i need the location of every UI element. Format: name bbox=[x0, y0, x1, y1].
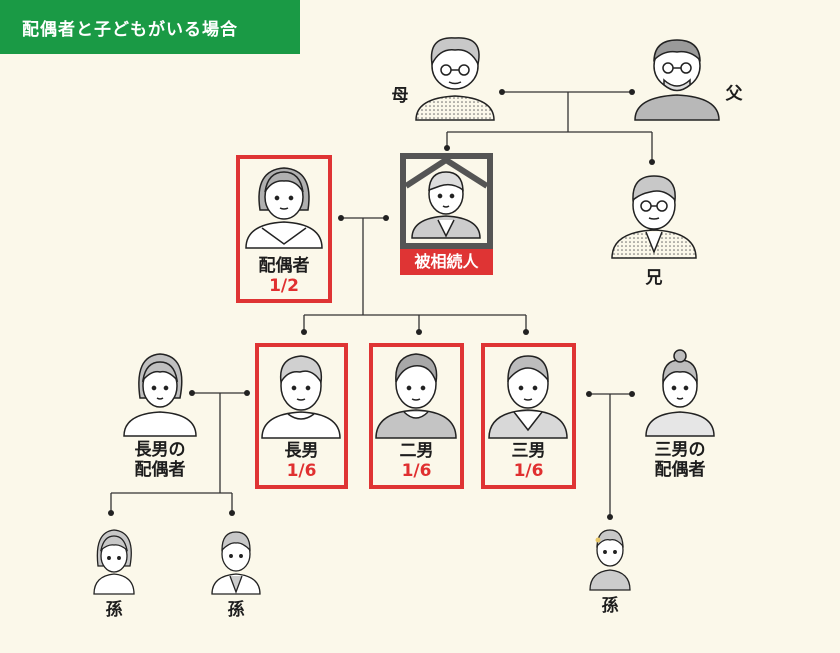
mother-label: 母 bbox=[391, 86, 409, 106]
eldest-son-heir-box bbox=[255, 343, 348, 489]
diagram-title: 配偶者と子どもがいる場合 bbox=[0, 0, 300, 54]
deceased-portrait-icon bbox=[404, 156, 489, 239]
third-son-portrait-icon bbox=[488, 355, 568, 439]
second-son-label: 二男 bbox=[399, 441, 434, 461]
third-son-spouse-portrait-icon bbox=[645, 349, 715, 437]
grandchild-3-portrait-icon bbox=[589, 529, 631, 591]
grandchild-1-portrait-icon bbox=[93, 529, 135, 595]
spouse-portrait-icon bbox=[245, 167, 323, 249]
eldest-son-spouse-label-line2: 配偶者 bbox=[134, 460, 186, 480]
brother-label: 兄 bbox=[645, 268, 663, 288]
eldest-son-portrait-icon bbox=[261, 355, 341, 439]
third-son-spouse-label-line2: 配偶者 bbox=[654, 460, 706, 480]
grandchild-1-label: 孫 bbox=[105, 600, 123, 620]
third-son-heir-box bbox=[481, 343, 576, 489]
father-label: 父 bbox=[725, 84, 743, 104]
father-portrait-icon bbox=[634, 39, 720, 121]
eldest-son-label: 長男 bbox=[284, 441, 319, 461]
second-son-share: 1/6 bbox=[401, 461, 432, 481]
third-son-spouse-label-line1: 三男の bbox=[654, 440, 706, 460]
third-son-share: 1/6 bbox=[513, 461, 544, 481]
grandchild-2-portrait-icon bbox=[211, 531, 261, 595]
second-son-portrait-icon bbox=[375, 353, 457, 439]
third-son-label: 三男 bbox=[511, 441, 546, 461]
eldest-son-share: 1/6 bbox=[286, 461, 317, 481]
spouse-share: 1/2 bbox=[269, 276, 299, 296]
second-son-heir-box bbox=[369, 343, 464, 489]
brother-portrait-icon bbox=[611, 175, 697, 259]
grandchild-3-label: 孫 bbox=[601, 596, 619, 616]
spouse-heir-box bbox=[236, 155, 332, 303]
grandchild-2-label: 孫 bbox=[227, 600, 245, 620]
eldest-son-spouse-label-line1: 長男の bbox=[134, 440, 186, 460]
deceased-label: 被相続人 bbox=[400, 249, 493, 275]
mother-portrait-icon bbox=[415, 37, 495, 121]
spouse-label: 配偶者 bbox=[258, 256, 310, 276]
eldest-son-spouse-portrait-icon bbox=[123, 353, 197, 437]
deceased-frame bbox=[400, 153, 493, 249]
